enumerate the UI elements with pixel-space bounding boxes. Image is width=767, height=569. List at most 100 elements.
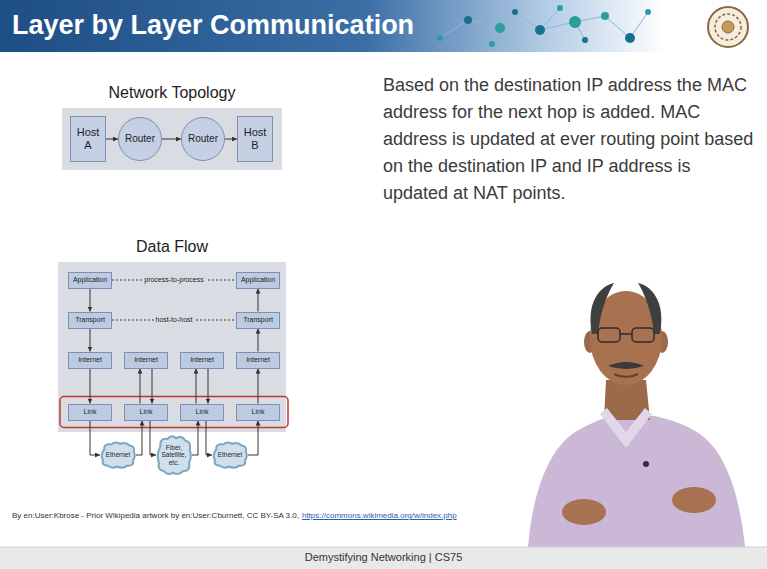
presenter-glasses [620, 333, 632, 335]
node-label: Transport [75, 316, 105, 324]
node-label: Host A [74, 126, 102, 151]
cloud-outline [102, 443, 135, 468]
cloud-outline [214, 443, 247, 468]
arrow-connector [206, 421, 212, 456]
graphic-dot [437, 35, 443, 41]
presenter-hand [562, 499, 606, 525]
network-cloud: Ethernet [100, 441, 136, 469]
presenter-hair [638, 283, 661, 334]
node-label: Link [84, 408, 97, 416]
graphic-dot [645, 9, 651, 15]
connectors [90, 139, 258, 455]
node-label: Link [196, 408, 209, 416]
arrow-connector [258, 369, 259, 404]
cloud-outline [158, 436, 191, 474]
graphic-dot [495, 23, 505, 33]
panel-fill [62, 108, 282, 170]
node-label: Internet [78, 356, 102, 364]
node-label: Application [73, 276, 107, 284]
graphic-dot [535, 25, 545, 35]
node-label: Link [140, 408, 153, 416]
panel-fills [58, 108, 286, 432]
graphic-dot [569, 16, 581, 28]
panel-heading: Network Topology [62, 84, 282, 102]
presenter-microphone [643, 461, 649, 467]
arrow-connector [136, 421, 142, 456]
slide-title: Layer by Layer Communication [12, 9, 414, 41]
layer-box: Host A [70, 116, 106, 162]
layer-box: Link [124, 404, 168, 421]
highlight-frames [60, 397, 288, 428]
logo-ring [708, 7, 748, 47]
arrow-connector [106, 139, 118, 140]
node-label: Ethernet [218, 451, 243, 458]
node-label: Link [252, 408, 265, 416]
graphic-dot [601, 12, 609, 20]
attribution-link: https://commons.wikimedia.org/w/index.ph… [302, 511, 457, 521]
footer-rule [0, 547, 767, 548]
graphic-dot [557, 5, 563, 11]
presenter-glasses [598, 328, 620, 342]
layer-box: Internet [68, 352, 112, 369]
highlight-frame [60, 397, 288, 428]
layer-box: Internet [124, 352, 168, 369]
header-band [0, 0, 665, 52]
node-label: Router [188, 133, 218, 145]
layer-box: Transport [236, 312, 280, 329]
node-label: Fiber, Satellite, etc. [161, 444, 187, 466]
node-label: Application [241, 276, 275, 284]
panel-fill [58, 262, 286, 432]
arrow-connector [90, 421, 100, 456]
node-label: Host B [241, 126, 269, 151]
diagram-panel: Data FlowApplicationTransportInternetLin… [58, 262, 286, 432]
node-label: Ethernet [106, 451, 131, 458]
presenter-mouth [614, 374, 638, 377]
layer-box: Transport [68, 312, 112, 329]
layer-box: Internet [236, 352, 280, 369]
layer-box: Link [180, 404, 224, 421]
logo-gear [715, 14, 741, 40]
arrow-connector [90, 369, 91, 404]
presenter-hair [591, 283, 614, 334]
presenter-moustache [608, 362, 644, 369]
connector-label: host-to-host [154, 316, 195, 324]
node-label: Internet [246, 356, 270, 364]
graphic-link [440, 20, 468, 38]
graphic-dot [625, 33, 635, 43]
institute-logo [708, 7, 748, 47]
graphic-dot [489, 41, 495, 47]
image-attribution: By en:User:Kbrose - Prior Wikipedia artw… [12, 511, 299, 521]
arrow-connector [192, 421, 198, 456]
arrow-connector [258, 289, 259, 312]
diagram-panel: Network TopologyHost ARouterRouterHost B [62, 108, 282, 170]
router-circle: Router [118, 117, 162, 161]
graphic-dot [512, 9, 518, 15]
panel-heading: Data Flow [58, 238, 286, 256]
node-label: Internet [190, 356, 214, 364]
arrow-connector [150, 421, 156, 456]
network-cloud: Ethernet [212, 441, 248, 469]
logo-center [722, 21, 734, 33]
network-graphic [437, 5, 651, 47]
footer-band [0, 547, 767, 569]
presenter-collar [600, 408, 652, 448]
arrow-connector [258, 329, 259, 352]
layer-box: Link [236, 404, 280, 421]
arrow-connector [140, 369, 141, 404]
graphic-dot [582, 37, 588, 43]
arrow-connector [208, 369, 209, 404]
network-cloud: Fiber, Satellite, etc. [156, 434, 192, 476]
footer-course-name: Demystifying Networking | CS75 [305, 551, 463, 564]
presenter-photo [528, 283, 745, 547]
layer-box: Application [68, 272, 112, 289]
slide-body-text: Based on the destination IP address the … [383, 72, 759, 207]
node-label: Router [125, 133, 155, 145]
presenter-hand [672, 487, 716, 513]
arrow-connector [162, 139, 181, 140]
arrow-connector [90, 329, 91, 352]
node-label: Transport [243, 316, 273, 324]
arrow-connector [196, 369, 197, 404]
arrow-connector [90, 289, 91, 312]
